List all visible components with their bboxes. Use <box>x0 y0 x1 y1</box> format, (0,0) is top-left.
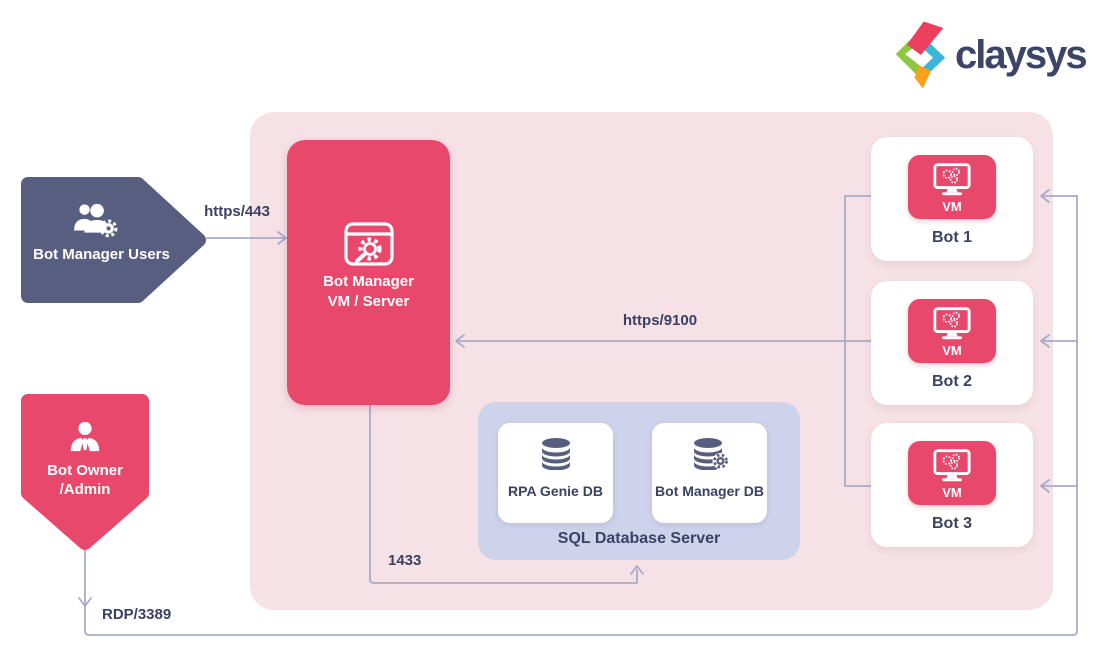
vm-label: VM <box>942 199 962 214</box>
node-bot-1: VM Bot 1 <box>871 137 1033 261</box>
vm-label: VM <box>942 485 962 500</box>
node-bot-3: VM Bot 3 <box>871 423 1033 547</box>
brand-name: claysys <box>955 33 1088 77</box>
users-gear-icon <box>74 203 118 238</box>
brand-logo: claysys <box>893 20 1088 90</box>
edge-label-https443: https/443 <box>204 203 270 220</box>
db-label: RPA Genie DB <box>508 483 603 499</box>
node-label: Bot Manager Users <box>33 246 170 263</box>
node-bot-manager-users: Bot Manager Users <box>20 176 207 304</box>
edge-label-rdp: RDP/3389 <box>102 606 172 623</box>
node-label-line2: VM / Server <box>327 293 410 310</box>
arrow-pentagon-shape <box>21 177 206 303</box>
database-gear-icon <box>693 438 728 470</box>
node-rpa-genie-db: RPA Genie DB <box>498 423 613 523</box>
vm-label: VM <box>942 343 962 358</box>
vm-monitor-icon <box>933 307 971 340</box>
node-label-line2: /Admin <box>59 481 111 498</box>
bot-label: Bot 2 <box>932 373 972 390</box>
edge-label-1433: 1433 <box>388 552 422 569</box>
node-bot-manager-db: Bot Manager DB <box>652 423 767 523</box>
node-label-line1: Bot Manager <box>323 273 414 290</box>
vm-tile: VM <box>908 441 996 505</box>
pin-pentagon-shape <box>21 394 149 550</box>
node-bot-2: VM Bot 2 <box>871 281 1033 405</box>
node-sql-database-server: RPA Genie DB Bot Manager DB SQL Database… <box>478 402 800 560</box>
vm-monitor-icon <box>933 163 971 196</box>
bot-label: Bot 3 <box>932 515 972 532</box>
vm-monitor-icon <box>933 449 971 482</box>
browser-gear-icon <box>344 222 394 266</box>
vm-tile: VM <box>908 299 996 363</box>
arrowhead-down-icon <box>78 597 92 607</box>
edge-label-https9100: https/9100 <box>622 312 698 329</box>
database-icon <box>541 438 570 470</box>
node-bot-owner-admin: Bot Owner /Admin <box>20 393 150 553</box>
node-label: Bot Owner /Admin <box>20 461 150 499</box>
node-label: Bot Manager VM / Server <box>287 272 450 312</box>
node-bot-manager-server: Bot Manager VM / Server <box>287 140 450 405</box>
vm-tile: VM <box>908 155 996 219</box>
bot-label: Bot 1 <box>932 229 972 246</box>
db-label: Bot Manager DB <box>655 483 764 499</box>
sql-server-label: SQL Database Server <box>557 530 721 547</box>
person-icon <box>70 421 100 452</box>
claysys-logo-icon <box>895 21 946 89</box>
node-label-line1: Bot Owner <box>47 462 123 479</box>
